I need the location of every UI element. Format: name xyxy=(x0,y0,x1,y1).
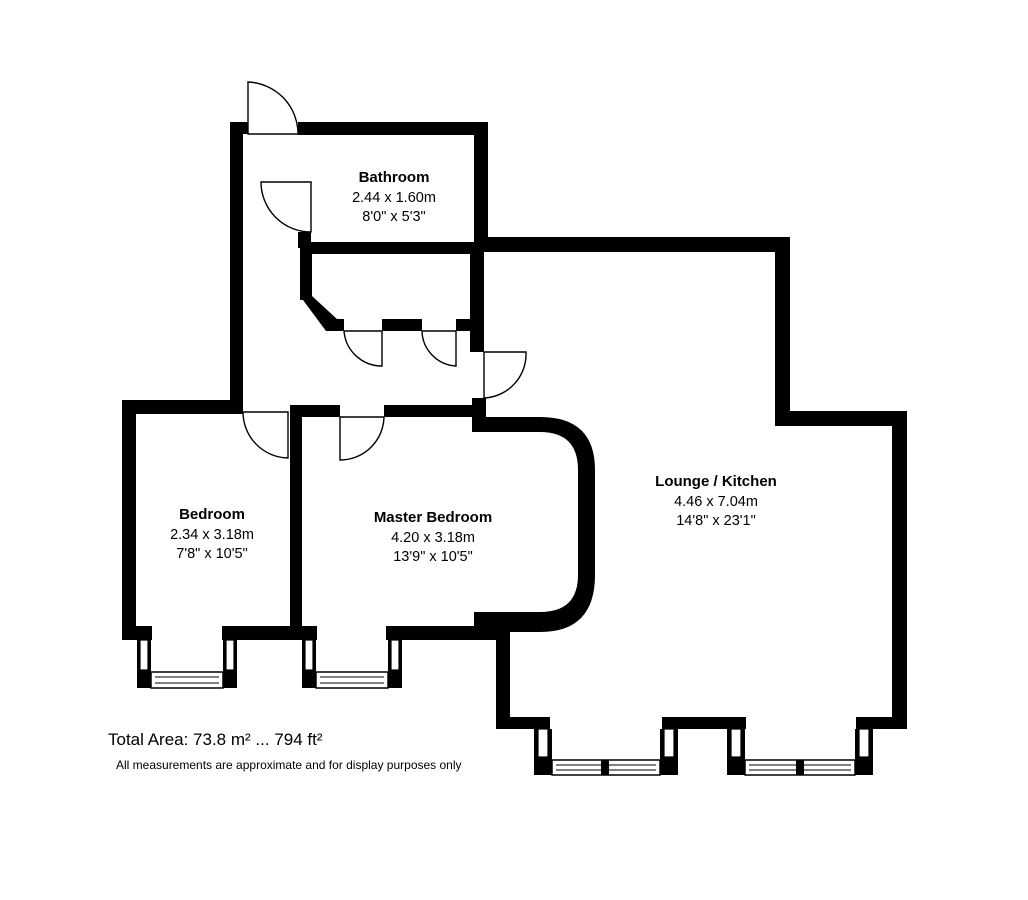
window-lounge-right xyxy=(727,728,873,776)
wall-cupboard-right xyxy=(470,242,484,352)
doors xyxy=(242,81,527,461)
wall-bedroom-bottom-right xyxy=(222,626,317,640)
wall-master-bottom xyxy=(386,626,496,640)
total-area: Total Area: 73.8 m² ... 794 ft² xyxy=(108,730,323,749)
wall-corridor-left-cap xyxy=(230,122,248,134)
door-bedroom xyxy=(242,411,289,459)
wall-bathroom-left-a xyxy=(298,122,311,132)
wall-cupboard-left xyxy=(300,242,312,300)
room-imperial: 13'9" x 10'5" xyxy=(393,549,473,565)
room-bathroom-label: Bathroom 2.44 x 1.60m 8'0" x 5'3" xyxy=(352,169,436,225)
door-bathroom xyxy=(260,181,312,233)
disclaimer: All measurements are approximate and for… xyxy=(116,758,462,772)
wall-lounge-step xyxy=(775,411,907,426)
wall-bedroom-top xyxy=(122,400,243,414)
wall-lounge-bottom-right xyxy=(856,717,907,729)
wall-master-top-a xyxy=(290,405,340,417)
wall-cupboard-bottom-b xyxy=(382,319,422,331)
wall-lounge-right xyxy=(892,411,907,729)
room-name: Lounge / Kitchen xyxy=(655,473,777,490)
room-imperial: 7'8" x 10'5" xyxy=(176,546,247,562)
wall-lounge-right-upper xyxy=(775,237,790,425)
room-metric: 4.20 x 3.18m xyxy=(391,530,475,546)
door-cupboard-left xyxy=(343,330,383,367)
window-master-bedroom xyxy=(302,639,402,689)
wall-partition-bedroom-master xyxy=(290,405,302,640)
door-entrance xyxy=(247,81,299,135)
wall-bedroom-bottom-left xyxy=(122,626,152,640)
room-metric: 4.46 x 7.04m xyxy=(674,494,758,510)
wall-lounge-left-lower xyxy=(496,618,510,729)
room-name: Bathroom xyxy=(359,169,430,186)
wall-bedroom-left xyxy=(122,400,136,640)
window-lounge-left xyxy=(534,728,678,776)
wall-master-top-b xyxy=(384,405,486,417)
room-imperial: 14'8" x 23'1" xyxy=(676,513,756,529)
room-bedroom-label: Bedroom 2.34 x 3.18m 7'8" x 10'5" xyxy=(170,506,254,562)
wall-lounge-bottom-mid xyxy=(662,717,746,729)
wall-cupboard-top xyxy=(300,242,478,254)
room-metric: 2.44 x 1.60m xyxy=(352,190,436,206)
windows xyxy=(137,639,873,776)
room-lounge-kitchen-label: Lounge / Kitchen 4.46 x 7.04m 14'8" x 23… xyxy=(655,473,777,529)
wall-lounge-top xyxy=(474,237,790,252)
room-name: Bedroom xyxy=(179,506,245,523)
door-lounge xyxy=(483,351,527,399)
wall-bathroom-top xyxy=(298,122,488,135)
wall-corridor-left xyxy=(230,122,243,412)
room-name: Master Bedroom xyxy=(374,509,492,526)
door-cupboard-right xyxy=(421,330,457,367)
walls xyxy=(122,122,907,729)
room-imperial: 8'0" x 5'3" xyxy=(362,209,425,225)
wall-master-curve xyxy=(474,417,595,632)
door-master-bedroom xyxy=(339,416,385,461)
window-bedroom xyxy=(137,639,237,689)
wall-cupboard-bottom-a xyxy=(326,319,344,331)
wall-bathroom-right xyxy=(474,122,488,242)
room-master-bedroom-label: Master Bedroom 4.20 x 3.18m 13'9" x 10'5… xyxy=(374,509,492,565)
room-metric: 2.34 x 3.18m xyxy=(170,527,254,543)
